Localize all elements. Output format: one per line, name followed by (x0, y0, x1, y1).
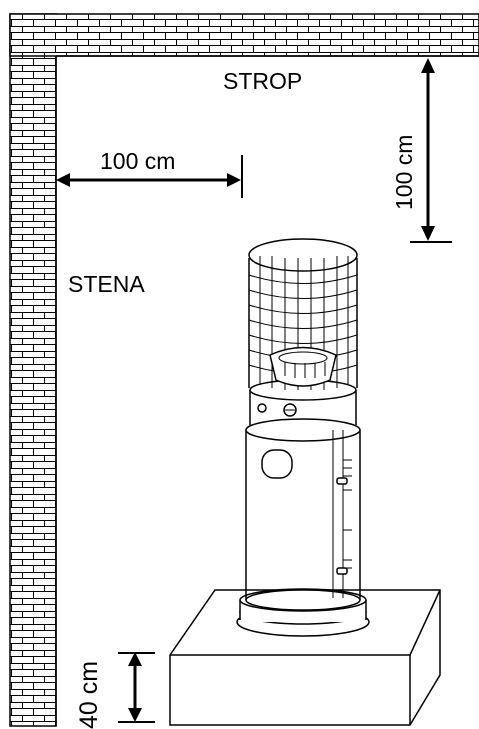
ceiling-label: STROP (223, 68, 303, 94)
brick-wall (9, 13, 57, 727)
ceiling-distance-arrow (410, 58, 452, 243)
wall-label: STENA (68, 271, 145, 297)
base-height-arrow (118, 652, 155, 723)
brick-ceiling (9, 13, 479, 57)
base-height-label: 40 cm (75, 660, 103, 729)
wall-distance-arrow (56, 155, 243, 198)
patio-heater-icon (236, 238, 370, 637)
ceiling-distance-label: 100 cm (391, 134, 417, 210)
wall-distance-label: 100 cm (100, 148, 176, 174)
